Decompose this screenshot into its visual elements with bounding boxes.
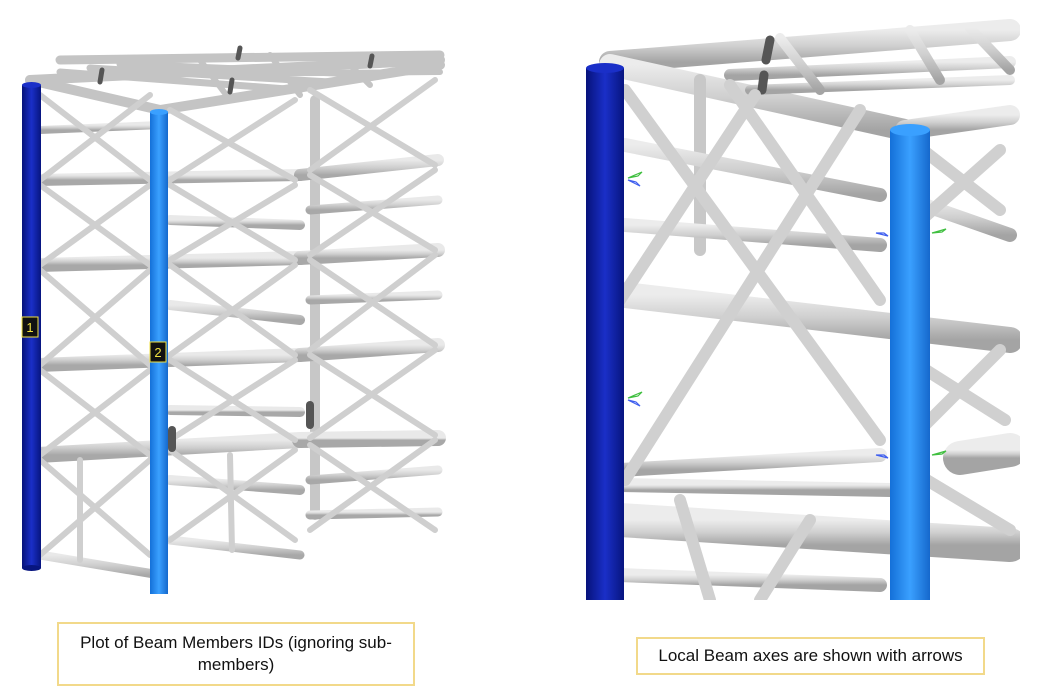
beam-member-ids-plot: 1 2: [0, 0, 470, 610]
diagonal-bracing: [37, 77, 438, 563]
beam-axis-arrow-icon: [875, 450, 947, 459]
caption-left: Plot of Beam Members IDs (ignoring sub-m…: [57, 622, 415, 686]
local-beam-axes-view: [580, 0, 1027, 614]
structure-3d-view-right: [586, 19, 1027, 614]
caption-right: Local Beam axes are shown with arrows: [636, 637, 985, 675]
dark-stubs: [168, 401, 314, 452]
member-id-2-text: 2: [154, 345, 161, 360]
deck-stubs: [97, 45, 375, 95]
beam-axis-arrow-icon: [627, 391, 643, 407]
deck-stubs-zoom: [757, 35, 775, 95]
caption-left-text: Plot of Beam Members IDs (ignoring sub-m…: [80, 633, 392, 674]
member-id-label-2: 2: [149, 341, 167, 363]
member-id-1-text: 1: [26, 320, 33, 335]
top-deck: [25, 50, 445, 115]
beam-axis-arrow-icon: [875, 228, 947, 237]
structure-3d-view-left: 1 2: [21, 45, 446, 594]
beam-member-1-zoom: [586, 63, 624, 600]
beam-axis-arrow-icon: [627, 171, 643, 187]
top-deck-zoom: [599, 19, 1021, 141]
member-id-label-1: 1: [21, 316, 39, 338]
beam-member-2-zoom: [890, 124, 930, 600]
caption-right-text: Local Beam axes are shown with arrows: [658, 646, 963, 665]
